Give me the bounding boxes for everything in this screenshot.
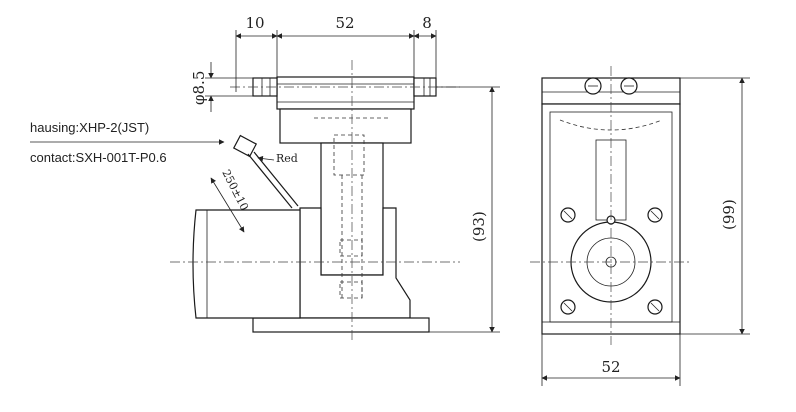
contact-note: contact:SXH-001T-P0.6 <box>30 150 167 165</box>
dim-top-left: 10 <box>245 14 264 32</box>
connector-notes: hausing:XHP-2(JST) contact:SXH-001T-P0.6 <box>30 120 225 165</box>
dim-side-height: (99) <box>720 199 738 230</box>
dim-top-right: 8 <box>422 14 432 32</box>
wire-color-label: Red <box>276 152 298 165</box>
side-dimensions: (99) 52 <box>541 77 750 386</box>
dim-side-width: 52 <box>601 358 620 376</box>
front-view <box>170 60 460 340</box>
dim-front-height: (93) <box>470 211 488 242</box>
housing-note: hausing:XHP-2(JST) <box>30 120 149 135</box>
wire-length-label: 250±10 <box>219 167 251 212</box>
side-view <box>530 66 690 345</box>
dim-port-diameter: φ8.5 <box>190 71 208 105</box>
dim-top-middle: 52 <box>335 14 354 32</box>
